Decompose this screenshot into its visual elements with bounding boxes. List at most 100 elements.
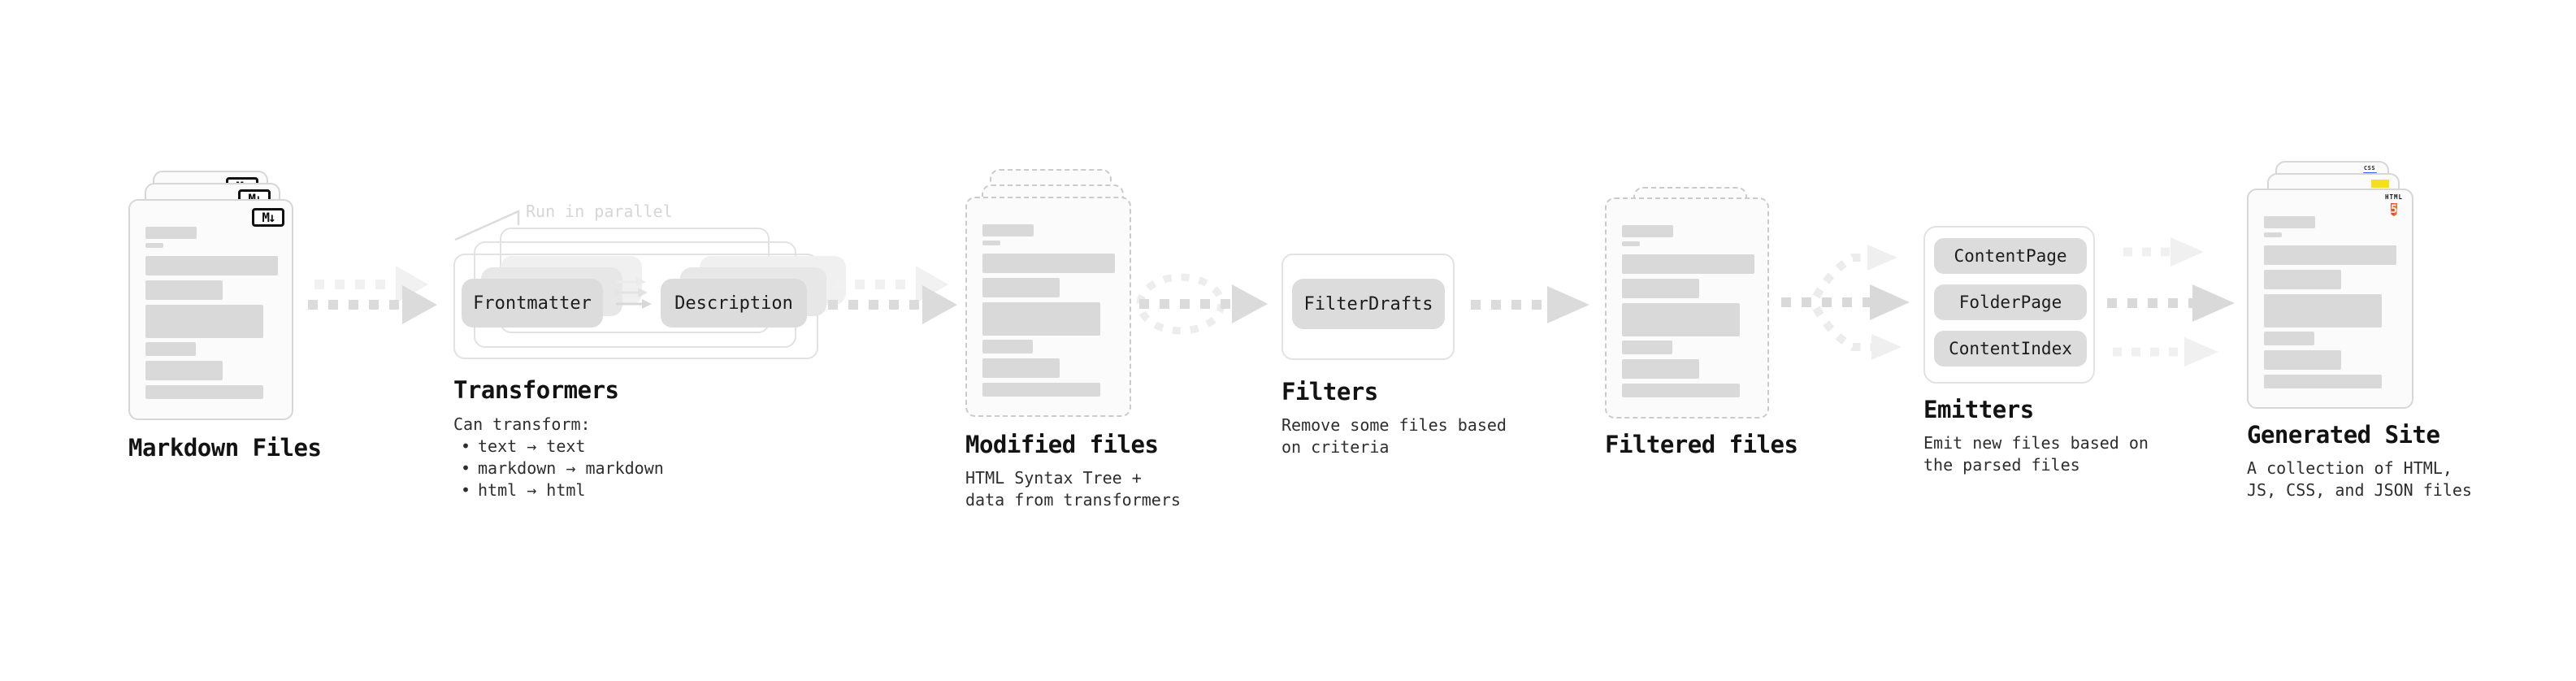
section-title-generated-site: Generated Site [2247,421,2440,449]
text-line-bar [982,241,1000,245]
text-line-bar [2264,350,2341,370]
text-line-bar [982,224,1034,236]
text-line-bar [145,280,223,300]
frontmatter-chip: Frontmatter [462,279,603,327]
bullet-text: text → text [478,436,586,456]
flow-arrow-2 [828,266,957,324]
transformers-description: Can transform: • text → text • markdown … [453,414,664,501]
bullet-item: • html → html [453,479,664,501]
bullet-text: html → html [478,480,586,500]
text-line-bar [1622,359,1699,379]
description-line: JS, CSS, and JSON files [2247,480,2472,500]
description-line: the parsed files [1923,455,2080,475]
text-line-bar [1622,340,1672,354]
text-line-bar [145,361,223,380]
css-icon-label: CSS [2363,165,2376,171]
text-line-bar [2264,270,2341,289]
parallel-arrows-icon [616,277,652,309]
filtered-files-section: Filtered files [1605,185,1800,458]
bullet-dot: • [460,458,471,478]
folderpage-chip: FolderPage [1934,284,2087,320]
filters-box-wrap: FilterDrafts [1281,254,1525,360]
file-card-front [1605,197,1769,419]
section-title-emitters: Emitters [1923,396,2034,423]
fanout-arrow [1781,245,1910,360]
text-line-bar [982,340,1033,354]
text-line-bar [145,305,263,338]
document-text-placeholder [145,227,278,399]
transformers-section: Run in parallel Frontmatter Description … [453,202,846,504]
modified-files-description: HTML Syntax Tree + data from transformer… [965,467,1181,511]
description-line: A collection of HTML, [2247,458,2452,478]
text-line-bar [1622,303,1740,336]
emitters-description: Emit new files based on the parsed files [1923,432,2167,476]
text-line-bar [145,243,163,248]
html5-icon-shield: 5 [2390,203,2398,216]
html5-icon: HTML 5 [2383,194,2405,219]
run-in-parallel-note: Run in parallel [526,202,673,221]
can-transform-label: Can transform: [453,414,591,434]
bullet-item: • markdown → markdown [453,458,664,479]
emitters-section: ContentPage FolderPage ContentIndex Emit… [1923,226,2167,476]
contentindex-chip: ContentIndex [1934,331,2087,367]
text-line-bar [145,256,278,275]
bullet-dot: • [460,480,471,500]
markdown-files-stack: M↓ M↓ M↓ [128,159,323,420]
description-line: HTML Syntax Tree + [965,468,1142,488]
text-line-bar [982,383,1100,397]
js-icon [2371,180,2389,188]
text-line-bar [2264,216,2315,228]
text-line-bar [1622,279,1699,298]
bullet-dot: • [460,436,471,456]
markdown-files-section: M↓ M↓ M↓ Markdown Files [128,159,323,462]
generated-site-stack: CSS HTML 5 [2247,159,2442,409]
section-title-markdown-files: Markdown Files [128,434,322,462]
generated-site-description: A collection of HTML, JS, CSS, and JSON … [2247,458,2472,501]
text-line-bar [1622,225,1673,237]
flow-arrow-1 [308,266,437,324]
file-card-front [965,197,1131,417]
document-text-placeholder [2264,216,2396,388]
filterdrafts-chip: FilterDrafts [1292,279,1445,329]
text-line-bar [145,342,196,356]
markdown-icon: M↓ [252,208,284,227]
text-line-bar [145,385,263,399]
text-line-bar [145,227,197,239]
text-line-bar [1622,254,1754,274]
contentpage-chip: ContentPage [1934,238,2087,274]
section-title-transformers: Transformers [453,376,619,404]
text-line-bar [2264,375,2382,388]
modified-files-stack [965,167,1160,417]
file-card-html: HTML 5 [2247,189,2413,409]
filters-description: Remove some files based on criteria [1281,414,1525,458]
text-line-bar [2264,245,2396,265]
modified-files-section: Modified files HTML Syntax Tree + data f… [965,167,1181,511]
filters-section: FilterDrafts Filters Remove some files b… [1281,254,1525,458]
document-text-placeholder [982,224,1115,397]
text-line-bar [2264,232,2282,237]
file-card-front: M↓ [128,199,293,420]
text-line-bar [982,278,1060,297]
section-title-filters: Filters [1281,378,1378,406]
bullet-text: markdown → markdown [478,458,664,478]
text-line-bar [2264,294,2382,327]
bullet-item: • text → text [453,436,664,458]
text-line-bar [1622,384,1740,397]
section-title-filtered-files: Filtered files [1605,431,1798,458]
text-line-bar [1622,241,1640,246]
html5-icon-label: HTML [2384,193,2404,201]
text-line-bar [2264,332,2314,345]
flow-arrow-4 [1471,286,1589,323]
description-chip: Description [661,279,807,327]
filters-container [1281,254,1455,360]
description-line: on criteria [1281,437,1390,457]
generated-site-section: CSS HTML 5 [2247,159,2472,501]
note-leader-line [454,210,520,241]
text-line-bar [982,302,1100,336]
description-line: data from transformers [965,490,1181,510]
document-text-placeholder [1622,225,1754,397]
converge-arrow [1136,273,1268,335]
description-line: Remove some files based [1281,415,1507,435]
text-line-bar [982,254,1115,273]
